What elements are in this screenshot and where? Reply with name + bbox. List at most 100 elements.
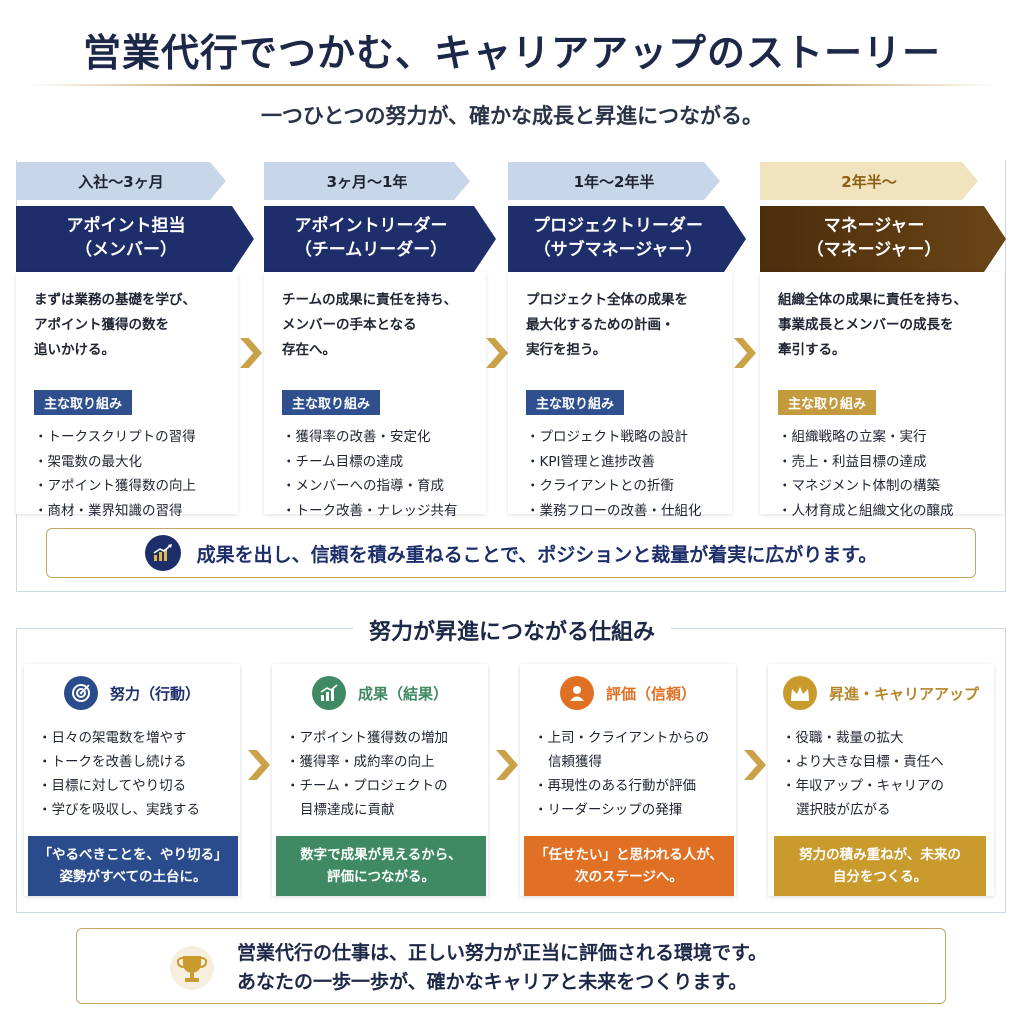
mechanism-card-header: 成果（結果） — [272, 676, 488, 710]
list-item: 売上・利益目標の達成 — [778, 450, 988, 475]
stage-2: 3ヶ月〜1年 アポイントリーダー （チームリーダー） チームの成果に責任を持ち、… — [264, 162, 486, 519]
list-item: 獲得率・成約率の向上 — [286, 750, 448, 774]
list-item: チーム目標の達成 — [282, 450, 470, 475]
list-item: 上司・クライアントからの — [534, 726, 709, 750]
mechanism-footer: 数字で成果が見えるから、 評価につながる。 — [276, 836, 486, 896]
list-item: トーク改善・ナレッジ共有 — [282, 499, 470, 524]
list-item: チーム・プロジェクトの — [286, 774, 448, 798]
list-item: 日々の架電数を増やす — [38, 726, 200, 750]
summary-text: 成果を出し、信頼を積み重ねることで、ポジションと裁量が着実に広がります。 — [196, 543, 878, 566]
closing-banner: 営業代行の仕事は、正しい努力が正当に評価される環境です。 あなたの一歩一歩が、確… — [76, 928, 946, 1004]
role-title: アポイント担当 — [66, 216, 186, 237]
desc-line: アポイント獲得の数を — [34, 317, 169, 333]
list-item: 組織戦略の立案・実行 — [778, 425, 988, 450]
main-initiatives-tag: 主な取り組み — [34, 390, 133, 415]
footer-line: 「やるべきことを、やり切る」 — [38, 847, 228, 863]
list-item: アポイント獲得数の向上 — [34, 474, 222, 499]
mechanism-title: 努力が昇進につながる仕組み — [0, 614, 1024, 646]
list-item: 再現性のある行動が評価 — [534, 774, 709, 798]
footer-line: 数字で成果が見えるから、 — [300, 847, 462, 863]
list-item: より大きな目標・責任へ — [782, 750, 944, 774]
list-item: マネジメント体制の構築 — [778, 474, 988, 499]
stage-4: 2年半〜 マネージャー （マネージャー） 組織全体の成果に責任を持ち、 事業成長… — [760, 162, 1006, 519]
mechanism-card-result: 成果（結果） アポイント獲得数の増加 獲得率・成約率の向上 チーム・プロジェクト… — [272, 664, 488, 896]
stage-description: プロジェクト全体の成果を 最大化するための計画・ 実行を担う。 — [526, 288, 716, 374]
chevron-right-icon — [496, 750, 518, 780]
chevron-right-icon — [248, 750, 270, 780]
stage-period: 入社〜3ヶ月 — [16, 162, 226, 200]
summary-banner: 成果を出し、信頼を積み重ねることで、ポジションと裁量が着実に広がります。 — [46, 528, 976, 578]
list-item-continued: 目標達成に貢献 — [300, 802, 395, 818]
desc-line: 牽引する。 — [778, 342, 846, 358]
role-title: プロジェクトリーダー — [533, 216, 703, 237]
chevron-right-icon — [744, 750, 766, 780]
stage-description: まずは業務の基礎を学び、 アポイント獲得の数を 追いかける。 — [34, 288, 222, 374]
list-item: 目標に対してやり切る — [38, 774, 200, 798]
mechanism-footer: 「任せたい」と思われる人が、 次のステージへ。 — [524, 836, 734, 896]
chevron-right-icon — [240, 338, 262, 368]
list-item: アポイント獲得数の増加 — [286, 726, 449, 750]
role-title: マネージャー — [823, 216, 925, 237]
main-initiatives-tag: 主な取り組み — [526, 390, 625, 415]
stage-3: 1年〜2年半 プロジェクトリーダー （サブマネージャー） プロジェクト全体の成果… — [508, 162, 734, 519]
mechanism-label: 昇進・キャリアアップ — [828, 684, 979, 703]
closing-line: あなたの一歩一歩が、確かなキャリアと未来をつくります。 — [237, 971, 748, 993]
stage-role: マネージャー （マネージャー） — [760, 206, 1006, 272]
chevron-right-icon — [486, 338, 508, 368]
list-item: 年収アップ・キャリアの — [782, 774, 945, 798]
desc-line: チームの成果に責任を持ち、 — [282, 292, 458, 308]
mechanism-card-header: 評価（信頼） — [520, 676, 736, 710]
title-divider — [28, 84, 996, 86]
desc-line: 最大化するための計画・ — [526, 317, 675, 333]
desc-line: プロジェクト全体の成果を — [526, 292, 688, 308]
stage-card: プロジェクト全体の成果を 最大化するための計画・ 実行を担う。 主な取り組み プ… — [508, 272, 732, 519]
main-initiatives-tag: 主な取り組み — [778, 390, 877, 415]
list-item: 役職・裁量の拡大 — [782, 726, 944, 750]
list-item: 学びを吸収し、実践する — [38, 798, 201, 822]
footer-line: 次のステージへ。 — [575, 869, 683, 885]
role-subtitle: （サブマネージャー） — [533, 240, 703, 260]
stage-1: 入社〜3ヶ月 アポイント担当 （メンバー） まずは業務の基礎を学び、 アポイント… — [16, 162, 238, 519]
mechanism-list: 日々の架電数を増やす トークを改善し続ける 目標に対してやり切る 学びを吸収し、… — [38, 726, 201, 822]
stage-period: 2年半〜 — [760, 162, 978, 200]
stage-card: チームの成果に責任を持ち、 メンバーの手本となる 存在へ。 主な取り組み 獲得率… — [264, 272, 486, 519]
mechanism-list: 役職・裁量の拡大 より大きな目標・責任へ 年収アップ・キャリアの 選択肢が広がる — [782, 726, 945, 822]
desc-line: 事業成長とメンバーの成長を — [778, 317, 954, 333]
list-item: プロジェクト戦略の設計 — [526, 425, 716, 450]
main-initiatives-tag: 主な取り組み — [282, 390, 381, 415]
initiative-list: 組織戦略の立案・実行 売上・利益目標の達成 マネジメント体制の構築 人材育成と組… — [778, 425, 988, 523]
mechanism-card-evaluation: 評価（信頼） 上司・クライアントからの 信頼獲得 再現性のある行動が評価 リーダ… — [520, 664, 736, 896]
list-item: メンバーへの指導・育成 — [282, 474, 470, 499]
stage-description: チームの成果に責任を持ち、 メンバーの手本となる 存在へ。 — [282, 288, 470, 374]
list-item: クライアントとの折衝 — [526, 474, 716, 499]
footer-line: 「任せたい」と思われる人が、 — [534, 847, 724, 863]
list-item: トークスクリプトの習得 — [34, 425, 222, 450]
mechanism-label: 評価（信頼） — [605, 684, 696, 703]
list-item: 業務フローの改善・仕組化 — [526, 499, 716, 524]
initiative-list: トークスクリプトの習得 架電数の最大化 アポイント獲得数の向上 商材・業界知識の… — [34, 425, 222, 523]
desc-line: まずは業務の基礎を学び、 — [34, 292, 196, 308]
footer-line: 姿勢がすべての土台に。 — [59, 869, 207, 885]
person-icon — [559, 676, 594, 710]
page-subtitle: 一つひとつの努力が、確かな成長と昇進につながる。 — [260, 103, 764, 128]
stage-period: 1年〜2年半 — [508, 162, 720, 200]
mechanism-list: アポイント獲得数の増加 獲得率・成約率の向上 チーム・プロジェクトの 目標達成に… — [286, 726, 449, 822]
growth-chart-icon — [311, 676, 346, 710]
mechanism-card-promotion: 昇進・キャリアアップ 役職・裁量の拡大 より大きな目標・責任へ 年収アップ・キャ… — [768, 664, 994, 896]
mechanism-card-header: 努力（行動） — [24, 676, 240, 710]
target-icon — [63, 676, 98, 710]
mechanism-label: 成果（結果） — [357, 684, 448, 703]
initiative-list: プロジェクト戦略の設計 KPI管理と進捗改善 クライアントとの折衝 業務フローの… — [526, 425, 716, 523]
mechanism-card-header: 昇進・キャリアアップ — [768, 676, 994, 710]
trophy-icon — [169, 945, 215, 991]
role-subtitle: （チームリーダー） — [294, 240, 448, 260]
desc-line: 存在へ。 — [282, 342, 336, 358]
stage-role: アポイントリーダー （チームリーダー） — [264, 206, 496, 272]
stage-period: 3ヶ月〜1年 — [264, 162, 470, 200]
list-item: 商材・業界知識の習得 — [34, 499, 222, 524]
stage-role: アポイント担当 （メンバー） — [16, 206, 254, 272]
list-item: 架電数の最大化 — [34, 450, 222, 475]
mechanism-card-effort: 努力（行動） 日々の架電数を増やす トークを改善し続ける 目標に対してやり切る … — [24, 664, 240, 896]
stage-role: プロジェクトリーダー （サブマネージャー） — [508, 206, 746, 272]
desc-line: メンバーの手本となる — [282, 317, 417, 333]
